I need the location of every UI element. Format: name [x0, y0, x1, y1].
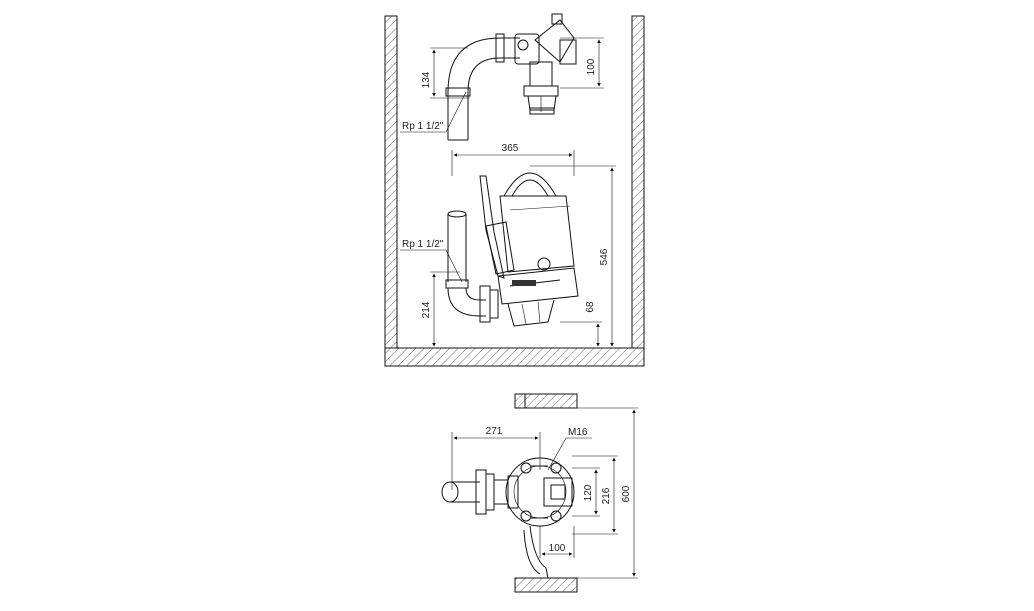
dim-365: 365: [451, 143, 575, 176]
dim-68-text: 68: [585, 301, 596, 313]
discharge-pipe-mid: [445, 210, 499, 323]
m16-leader: M16: [547, 427, 592, 471]
dim-546: 546: [530, 165, 616, 347]
dim-600-text: 600: [621, 485, 632, 502]
rp-label-mid: Rp 1 1/2": [402, 239, 444, 250]
discharge-pipe-top: [445, 33, 520, 141]
dim-546-text: 546: [599, 248, 610, 265]
dim-120: 120: [572, 467, 600, 517]
dim-214-text: 214: [421, 301, 432, 318]
dim-271-text: 271: [486, 426, 503, 437]
rp-leader-mid: Rp 1 1/2": [400, 239, 463, 283]
dim-100-bottom-text: 100: [549, 543, 566, 554]
dim-216-text: 216: [601, 487, 612, 504]
dim-68: 68: [560, 301, 602, 347]
discharge-pipe-plan: [441, 469, 519, 515]
dim-214: 214: [421, 271, 460, 347]
m16-label: M16: [568, 427, 588, 438]
dim-271: 271: [451, 426, 541, 490]
dim-100-top: 100: [560, 37, 604, 89]
lower-pit-walls: [514, 393, 578, 593]
rp-leader-top: Rp 1 1/2": [400, 91, 467, 133]
dim-100-bottom: 100: [539, 526, 575, 558]
dim-216: 216: [572, 455, 618, 535]
dim-100-top-text: 100: [586, 58, 597, 75]
pump-body: [479, 172, 579, 327]
rp-label-top: Rp 1 1/2": [402, 121, 444, 132]
dim-120-text: 120: [583, 484, 594, 501]
dim-600: 600: [577, 407, 638, 579]
valve-body-top: [514, 13, 577, 115]
dim-134-text: 134: [421, 71, 432, 88]
upper-pit-walls: [384, 15, 645, 367]
dim-365-text: 365: [502, 143, 519, 154]
